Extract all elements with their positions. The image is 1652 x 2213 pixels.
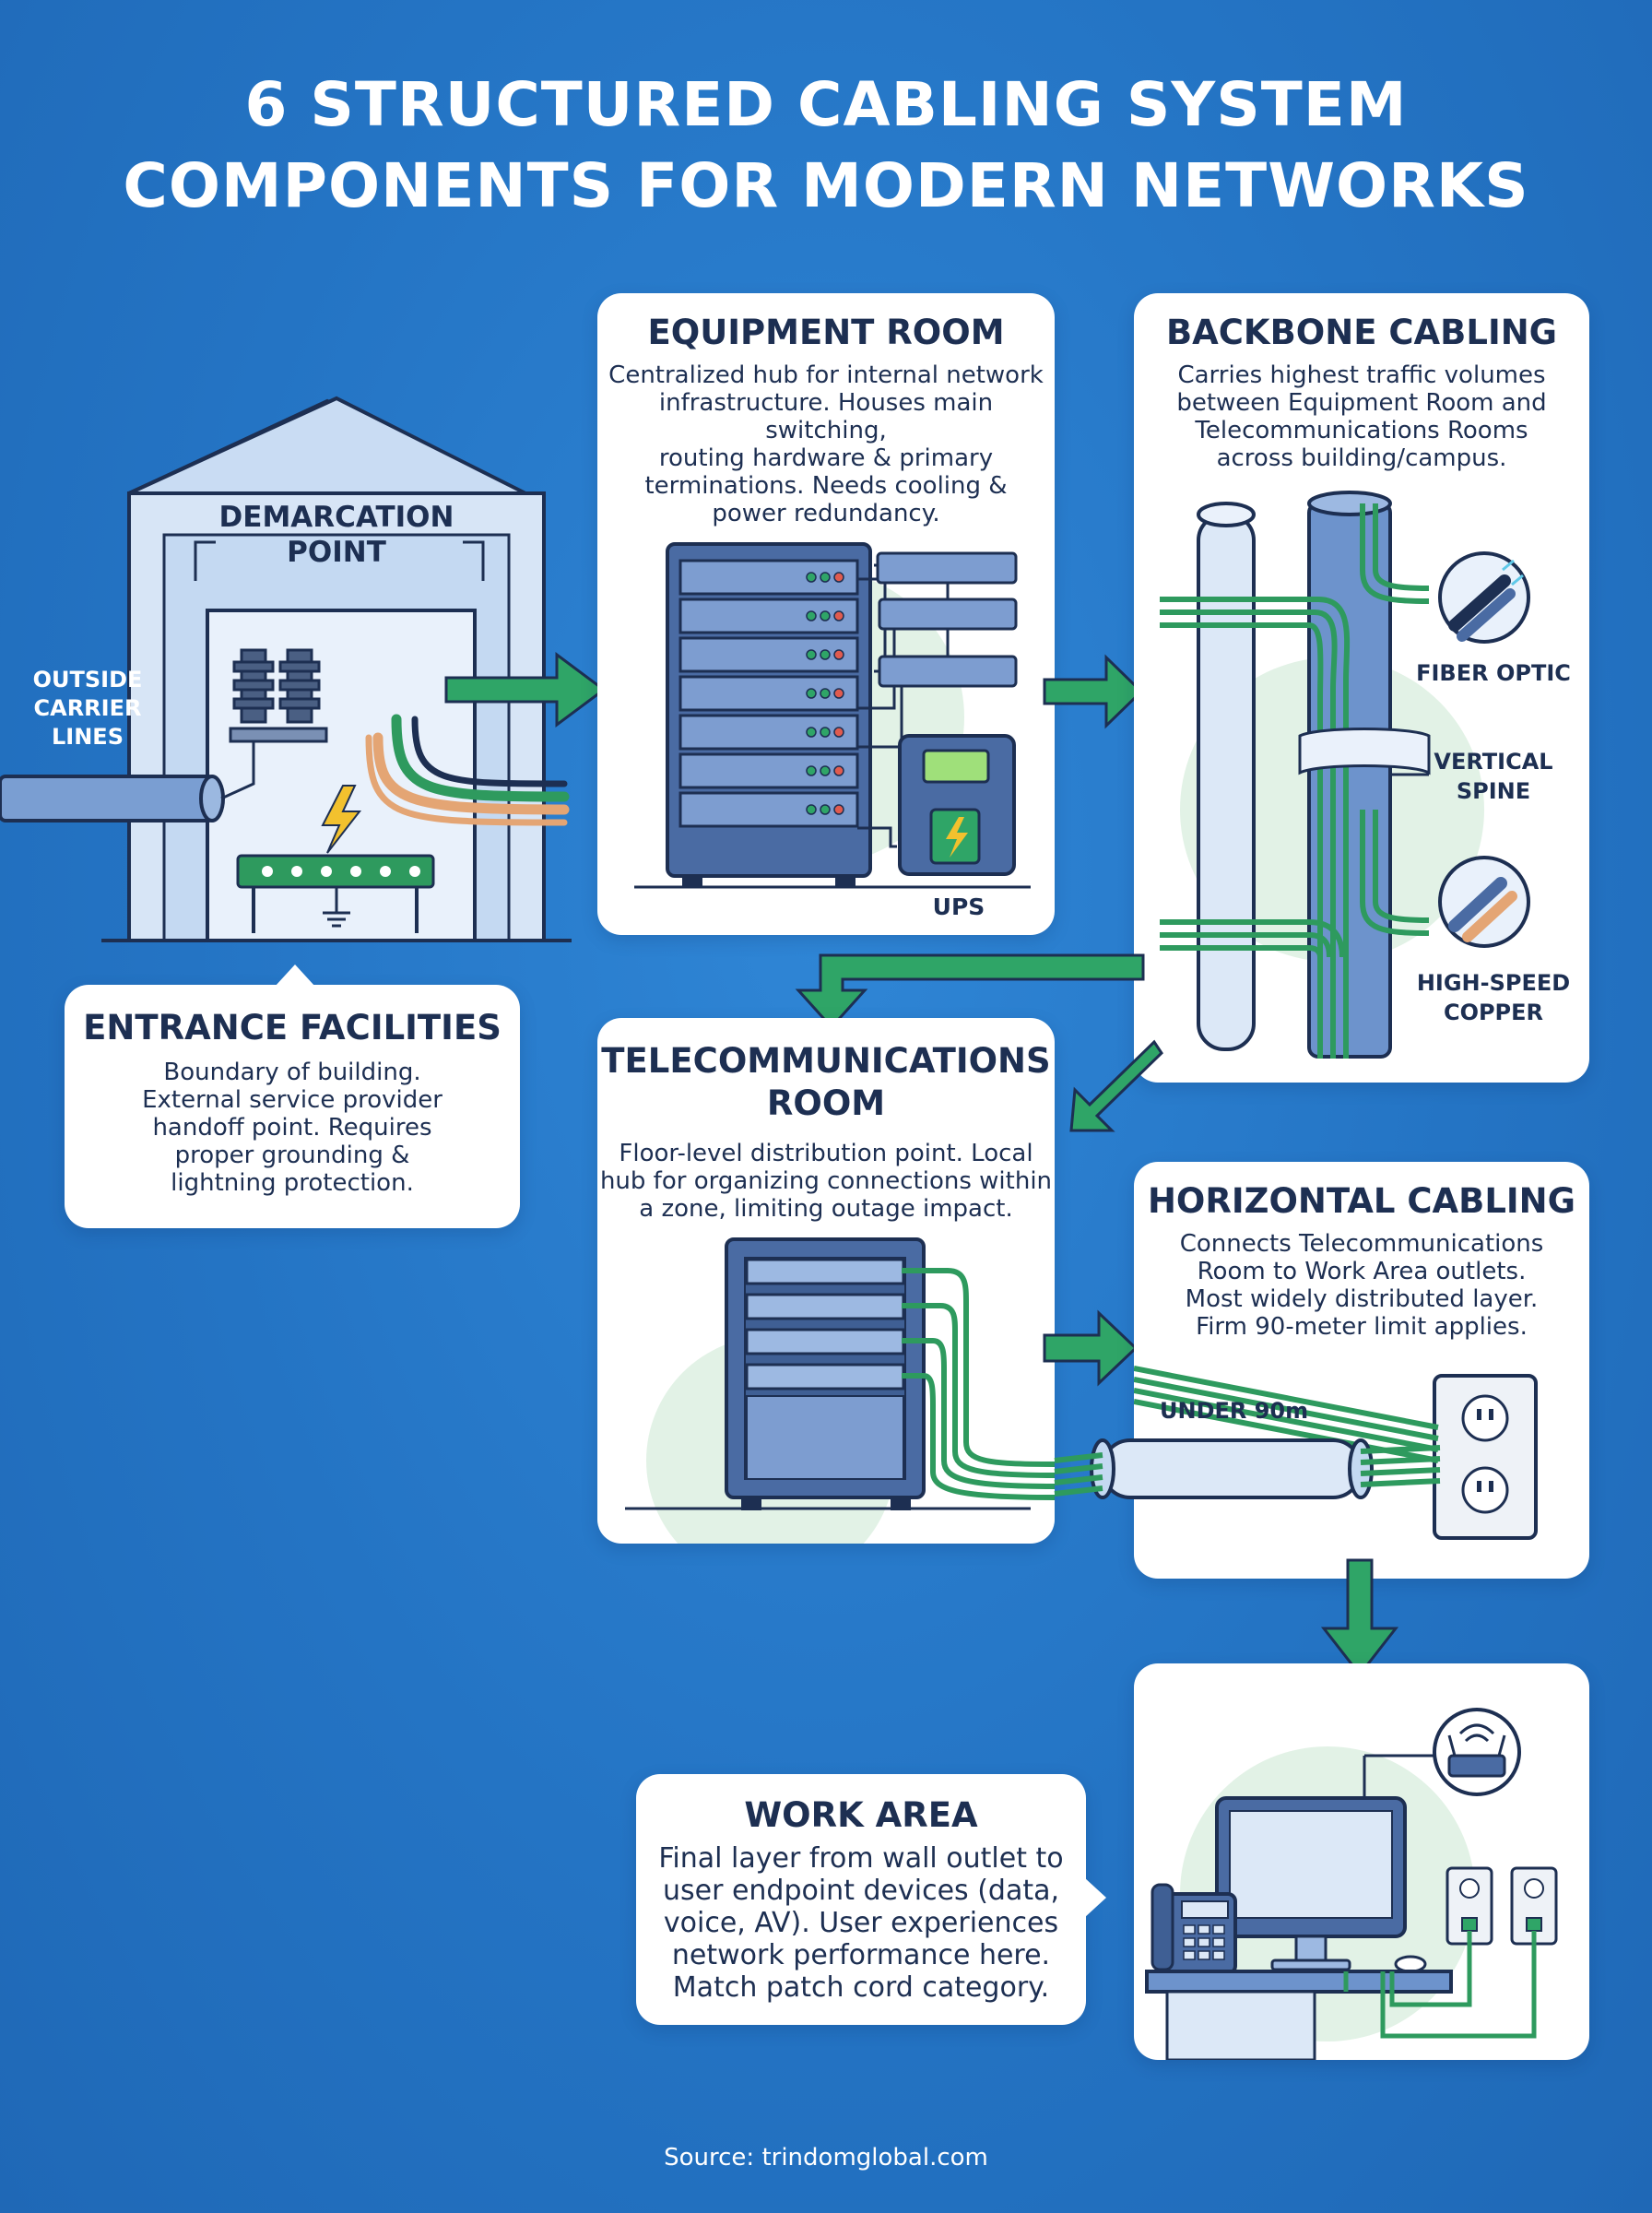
horizontal-cabling-card: HORIZONTAL CABLING Connects Telecommunic… bbox=[1134, 1162, 1589, 1579]
title-line-1: 6 STRUCTURED CABLING SYSTEM bbox=[244, 69, 1408, 140]
telecommunications-room-card: TELECOMMUNICATIONS ROOM Floor-level dist… bbox=[597, 1018, 1055, 1544]
horizontal-illustration bbox=[1134, 1366, 1538, 1540]
outside-line-2: CARRIER bbox=[33, 695, 142, 721]
entrance-desc-line: proper grounding & bbox=[174, 1142, 410, 1169]
backbone-illustration bbox=[1160, 491, 1530, 1059]
backbone-desc-line: Carries highest traffic volumes bbox=[1177, 361, 1546, 389]
ups-label: UPS bbox=[932, 893, 985, 920]
telecom-desc-line: a zone, limiting outage impact. bbox=[639, 1195, 1013, 1223]
lightning-icon bbox=[321, 785, 362, 854]
under-90m-label: UNDER 90m bbox=[1160, 1398, 1309, 1424]
fiber-optic-label: FIBER OPTIC bbox=[1416, 660, 1571, 686]
high-speed-copper-label: HIGH-SPEED COPPER bbox=[1401, 968, 1586, 1027]
switch-icon bbox=[878, 655, 1018, 688]
equipment-desc-line: infrastructure. Houses main switching, bbox=[658, 389, 994, 444]
work-area-heading: WORK AREA bbox=[744, 1795, 978, 1835]
wall-outlet-icon bbox=[1446, 1866, 1558, 1946]
entrance-description: Boundary of building. External service p… bbox=[65, 1059, 520, 1197]
telecom-description: Floor-level distribution point. Local hu… bbox=[597, 1140, 1055, 1223]
work-area-image-card bbox=[1134, 1663, 1589, 2060]
flow-arrow-1 bbox=[444, 652, 607, 728]
backbone-heading: BACKBONE CABLING bbox=[1165, 313, 1558, 352]
callout-pointer bbox=[275, 964, 315, 987]
telecom-heading-line-1: TELECOMMUNICATIONS bbox=[601, 1041, 1051, 1081]
equipment-illustration bbox=[634, 542, 1031, 889]
backbone-desc-line: across building/campus. bbox=[1216, 444, 1507, 472]
horizontal-desc-line: Most widely distributed layer. bbox=[1185, 1285, 1539, 1313]
title-line-2: COMPONENTS FOR MODERN NETWORKS bbox=[123, 150, 1529, 221]
callout-pointer bbox=[1084, 1877, 1106, 1918]
page-title: 6 STRUCTURED CABLING SYSTEM COMPONENTS F… bbox=[0, 65, 1652, 227]
horizontal-heading: HORIZONTAL CABLING bbox=[1147, 1181, 1576, 1221]
equipment-desc-line: terminations. Needs cooling & bbox=[644, 472, 1008, 500]
desk-phone-icon bbox=[1150, 1883, 1237, 1975]
horizontal-description: Connects Telecommunications Room to Work… bbox=[1134, 1230, 1589, 1341]
telecom-heading-line-2: ROOM bbox=[766, 1083, 886, 1123]
entrance-heading: ENTRANCE FACILITIES bbox=[83, 1008, 502, 1047]
backbone-description: Carries highest traffic volumes between … bbox=[1134, 361, 1589, 472]
telecom-desc-line: Floor-level distribution point. Local bbox=[619, 1140, 1033, 1167]
vertical-spine-label: VERTICAL SPINE bbox=[1410, 747, 1576, 806]
copper-cable-icon bbox=[1438, 856, 1530, 948]
telecom-desc-line: hub for organizing connections within bbox=[599, 1167, 1053, 1195]
switch-icon bbox=[878, 598, 1018, 631]
work-desc-line: Match patch cord category. bbox=[672, 1971, 1050, 2004]
equipment-desc-line: Centralized hub for internal network bbox=[608, 361, 1044, 389]
equipment-desc-line: power redundancy. bbox=[712, 500, 940, 527]
insulator-icon bbox=[220, 648, 328, 800]
telecom-illustration bbox=[625, 1237, 1055, 1544]
source-credit: Source: trindomglobal.com bbox=[664, 2144, 988, 2172]
service-cables-icon bbox=[365, 714, 570, 826]
work-area-illustration bbox=[1145, 1708, 1558, 2060]
demarcation-line-2: POINT bbox=[287, 536, 386, 569]
horizontal-desc-line: Firm 90-meter limit applies. bbox=[1196, 1313, 1528, 1341]
horizontal-desc-line: Room to Work Area outlets. bbox=[1197, 1258, 1527, 1285]
work-desc-line: network performance here. bbox=[671, 1939, 1051, 1971]
entrance-desc-line: lightning protection. bbox=[171, 1169, 414, 1197]
horizontal-desc-line: Connects Telecommunications bbox=[1179, 1230, 1544, 1258]
work-desc-line: Final layer from wall outlet to bbox=[658, 1842, 1064, 1875]
work-desc-line: voice, AV). User experiences bbox=[663, 1907, 1059, 1939]
equipment-heading: EQUIPMENT ROOM bbox=[647, 313, 1005, 352]
work-area-card: WORK AREA Final layer from wall outlet t… bbox=[636, 1774, 1106, 2025]
demarcation-line-1: DEMARCATION bbox=[218, 501, 454, 534]
server-rack-icon bbox=[634, 542, 1031, 889]
entrance-desc-line: handoff point. Requires bbox=[152, 1114, 432, 1142]
spine-line-2: SPINE bbox=[1456, 778, 1531, 804]
server-rack-icon bbox=[625, 1237, 1031, 1510]
work-area-description: Final layer from wall outlet to user end… bbox=[636, 1842, 1086, 2004]
copper-line-1: HIGH-SPEED bbox=[1416, 970, 1571, 996]
fiber-optic-icon bbox=[1438, 551, 1530, 644]
backbone-desc-line: Telecommunications Rooms bbox=[1195, 417, 1528, 444]
backbone-desc-line: between Equipment Room and bbox=[1176, 389, 1547, 417]
grounding-bar-icon bbox=[236, 854, 435, 933]
backbone-cabling-card: BACKBONE CABLING Carries highest traffic… bbox=[1134, 293, 1589, 1083]
outside-carrier-label: OUTSIDE CARRIER LINES bbox=[18, 666, 157, 751]
demarcation-label: DEMARCATION POINT bbox=[198, 500, 475, 570]
entrance-desc-line: External service provider bbox=[142, 1086, 442, 1114]
entrance-facilities-card: ENTRANCE FACILITIES Boundary of building… bbox=[65, 964, 520, 1228]
computer-monitor-icon bbox=[1215, 1796, 1427, 1973]
switch-icon bbox=[876, 551, 1018, 585]
copper-line-2: COPPER bbox=[1443, 1000, 1544, 1025]
outside-line-1: OUTSIDE bbox=[32, 667, 143, 692]
telecom-heading: TELECOMMUNICATIONS ROOM bbox=[597, 1040, 1055, 1125]
equipment-description: Centralized hub for internal network inf… bbox=[597, 361, 1055, 527]
equipment-desc-line: routing hardware & primary bbox=[658, 444, 994, 472]
ups-icon bbox=[898, 734, 1016, 876]
building-icon bbox=[101, 396, 572, 942]
work-desc-line: user endpoint devices (data, bbox=[662, 1875, 1060, 1907]
entrance-desc-line: Boundary of building. bbox=[163, 1059, 421, 1086]
wifi-router-icon bbox=[1363, 1708, 1521, 1802]
spine-line-1: VERTICAL bbox=[1434, 749, 1553, 775]
outside-line-3: LINES bbox=[52, 724, 124, 750]
conduit-icon bbox=[0, 775, 225, 822]
equipment-room-card: EQUIPMENT ROOM Centralized hub for inter… bbox=[597, 293, 1055, 935]
wall-outlet-icon bbox=[1433, 1374, 1538, 1540]
